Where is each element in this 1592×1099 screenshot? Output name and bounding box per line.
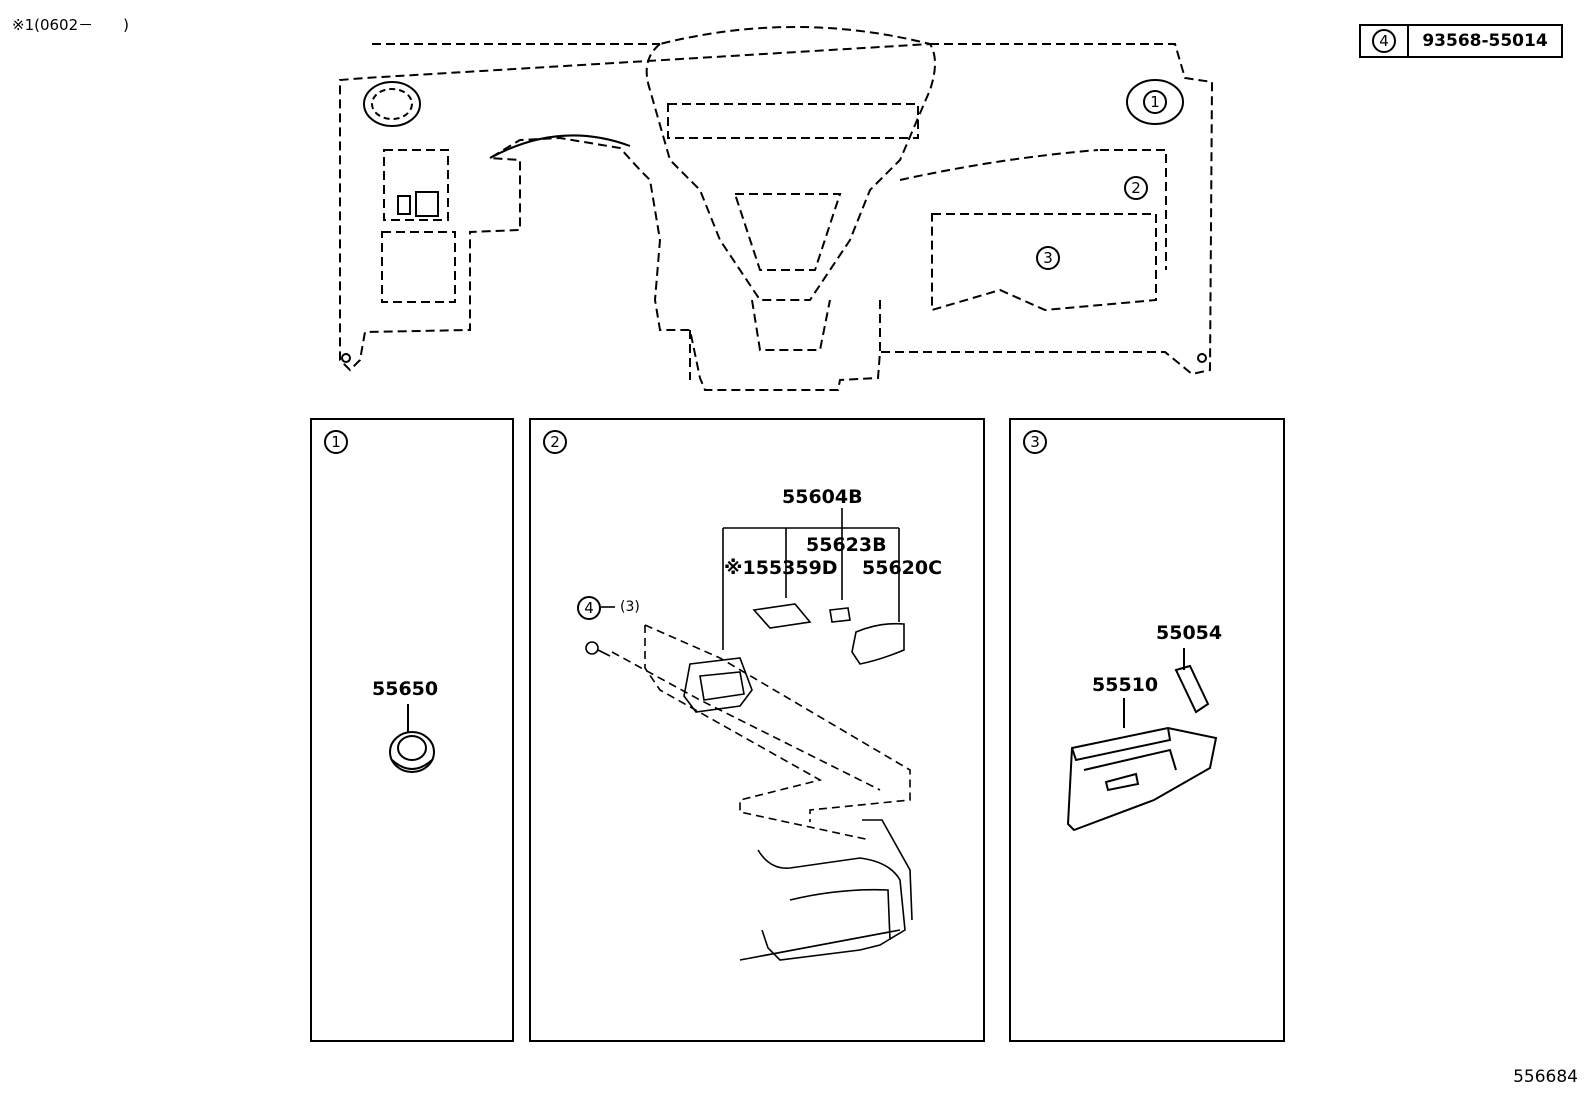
overview-callout-1[interactable]: 1: [1143, 90, 1167, 114]
panel-3-tag: 3: [1023, 430, 1047, 454]
legend-marker[interactable]: 4: [1372, 29, 1396, 53]
part-55623B[interactable]: 55623B: [806, 534, 887, 556]
model-note: ※1(0602－ ): [12, 16, 129, 34]
legend-marker-cell: 4: [1361, 26, 1409, 56]
part-55510[interactable]: 55510: [1092, 674, 1159, 696]
detail-panel-1: 1: [310, 418, 514, 1042]
part-55359D[interactable]: ※155359D: [724, 557, 838, 579]
overview-callout-2[interactable]: 2: [1124, 176, 1148, 200]
panel-1-tag: 1: [324, 430, 348, 454]
part-55620C[interactable]: 55620C: [862, 557, 943, 579]
part-55604B[interactable]: 55604B: [782, 486, 863, 508]
figure-number: 556684: [1513, 1067, 1578, 1087]
overview-callout-3[interactable]: 3: [1036, 246, 1060, 270]
panel-2-tag: 2: [543, 430, 567, 454]
part-55054[interactable]: 55054: [1156, 622, 1223, 644]
fastener-legend: 4 93568-55014: [1359, 24, 1563, 58]
legend-part-number[interactable]: 93568-55014: [1422, 31, 1548, 51]
detail-panel-3: 3: [1009, 418, 1285, 1042]
panel-2-fastener-qty: (3): [620, 599, 640, 615]
panel-2-fastener-marker[interactable]: 4: [577, 596, 601, 620]
detail-panel-2: 2: [529, 418, 985, 1042]
part-55650[interactable]: 55650: [372, 678, 439, 700]
